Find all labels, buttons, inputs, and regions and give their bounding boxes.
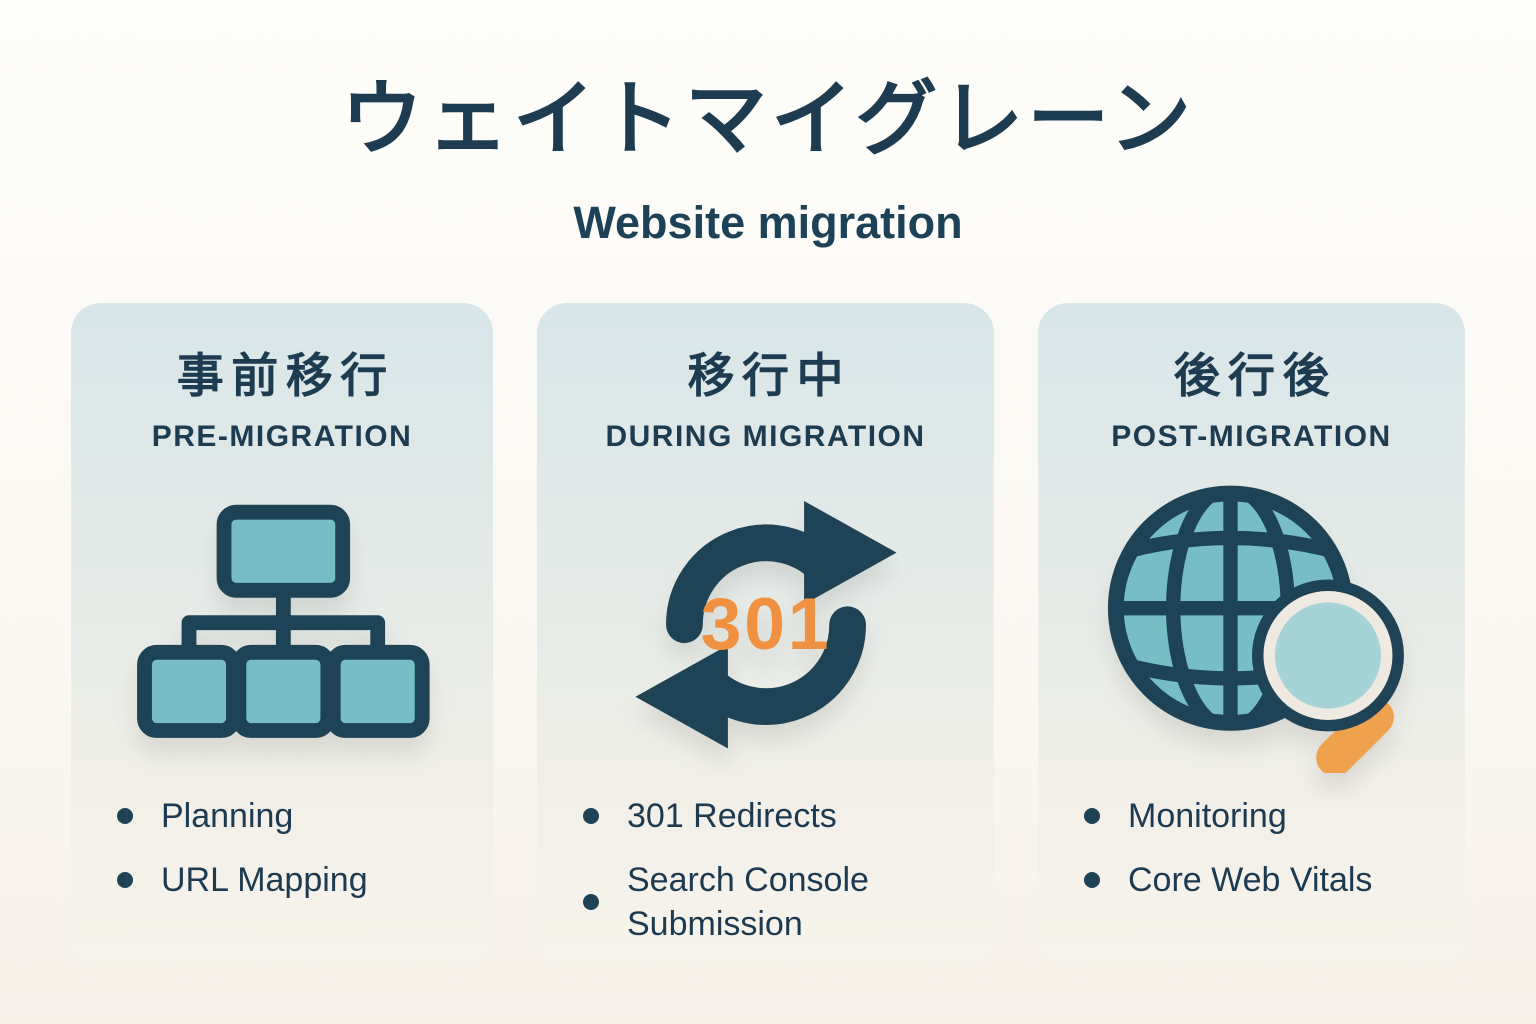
page-subtitle: Website migration — [573, 197, 963, 248]
bullet-dot — [583, 808, 599, 825]
globe-search-icon — [1107, 485, 1404, 773]
card-icon-area — [71, 458, 493, 786]
card-icon-area — [1038, 458, 1465, 786]
bullet-text: Monitoring — [1128, 797, 1287, 835]
page-title: ウェイトマイグレーン — [340, 74, 1196, 165]
card-during-migration: 移行中 DURING MIGRATION 301 301 Redirects S… — [537, 303, 994, 963]
card-kanji-title: 移行中 — [687, 349, 852, 402]
bullet-list: 301 Redirects Search Console Submission — [583, 794, 994, 947]
redirect-cycle-icon: 301 — [634, 500, 897, 749]
sitemap-icon — [137, 504, 430, 738]
status-301-label: 301 — [700, 583, 831, 665]
list-item: 301 Redirects — [583, 794, 994, 838]
card-label: PRE-MIGRATION — [151, 420, 413, 453]
card-icon-area: 301 — [537, 458, 994, 786]
bullet-text: URL Mapping — [161, 861, 368, 900]
bullet-text: Core Web Vitals — [1128, 861, 1373, 900]
bullet-list: Planning URL Mapping — [117, 794, 493, 902]
magnifier-handle — [1315, 697, 1394, 773]
card-kanji-title: 後行後 — [1173, 349, 1338, 402]
list-item: Core Web Vitals — [1084, 858, 1465, 902]
list-item: URL Mapping — [117, 858, 493, 902]
header: ウェイトマイグレーン Website migration — [0, 52, 1536, 249]
bullet-dot — [117, 808, 133, 825]
bullet-text: Search Console Submission — [627, 861, 869, 944]
card-label: DURING MIGRATION — [605, 420, 926, 453]
list-item: Search Console Submission — [583, 858, 994, 946]
card-post-migration: 後行後 POST-MIGRATION — [1038, 303, 1465, 963]
migration-phase-cards: 事前移行 PRE-MIGRATION Planning — [0, 303, 1536, 963]
bullet-list: Monitoring Core Web Vitals — [1084, 794, 1465, 902]
bullet-dot — [1084, 872, 1100, 889]
card-pre-migration: 事前移行 PRE-MIGRATION Planning — [71, 303, 493, 963]
card-kanji-title: 事前移行 — [176, 349, 395, 402]
bullet-dot — [583, 894, 599, 911]
list-item: Planning — [117, 794, 493, 838]
list-item: Monitoring — [1084, 794, 1465, 838]
magnifier-lens — [1274, 601, 1381, 708]
card-label: POST-MIGRATION — [1111, 420, 1392, 453]
bullet-text: Planning — [161, 797, 294, 835]
bullet-dot — [117, 872, 133, 889]
bullet-dot — [1084, 808, 1100, 825]
bullet-text: 301 Redirects — [627, 797, 837, 835]
